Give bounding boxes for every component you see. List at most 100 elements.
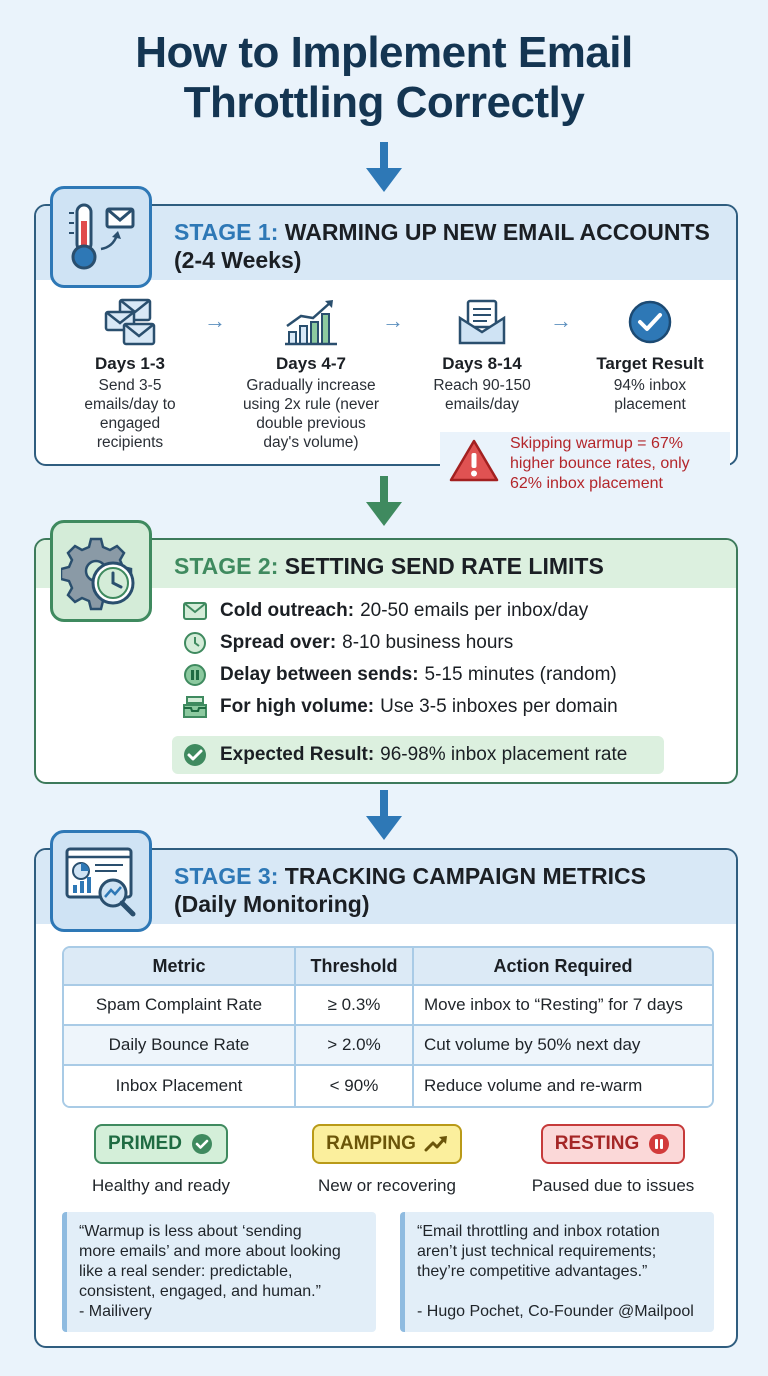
flow-arrow-icon: →: [382, 308, 404, 333]
step-desc-line: Send 3-5: [98, 377, 162, 394]
step-desc-line: emails/day: [444, 396, 520, 413]
rule-label: Spread over:: [220, 632, 337, 653]
stage-3-header: [36, 850, 736, 924]
step-desc: Send 3-5 emails/day to engaged recipient…: [56, 376, 204, 452]
flow-arrow-icon: →: [550, 308, 572, 333]
page-title-line-1: How to Implement Email: [135, 28, 633, 77]
table-cell: Inbox Placement: [64, 1066, 296, 1106]
quote-line: “Warmup is less about ‘sending: [79, 1223, 302, 1240]
stage-3-title: STAGE 3: TRACKING CAMPAIGN METRICS (Dail…: [174, 862, 646, 918]
dashboard-magnifier-icon: [50, 830, 152, 932]
down-arrow-icon: [366, 790, 402, 840]
rule-value: 20-50 emails per inbox/day: [360, 600, 589, 621]
step-days-8-14: Days 8-14 Reach 90-150 emails/day: [412, 296, 552, 414]
stage-1-card: STAGE 1: WARMING UP NEW EMAIL ACCOUNTS (…: [34, 186, 738, 466]
table-cell: Spam Complaint Rate: [64, 986, 296, 1026]
expected-result: Expected Result: 96-98% inbox placement …: [172, 736, 664, 774]
status-desc: Healthy and ready: [92, 1176, 230, 1195]
quote-line: “Email throttling and inbox rotation: [417, 1223, 660, 1240]
rule-label: For high volume:: [220, 696, 375, 717]
stage-2-card: STAGE 2: SETTING SEND RATE LIMITS Cold o…: [34, 520, 738, 784]
stage-1-subtitle: (2-4 Weeks): [174, 247, 302, 273]
quote-author: - Mailivery: [79, 1303, 152, 1320]
envelopes-icon: [56, 296, 204, 348]
growth-chart-icon: [222, 296, 400, 348]
table-cell: Daily Bounce Rate: [64, 1026, 296, 1066]
table-row: Inbox Placement < 90% Reduce volume and …: [64, 1066, 712, 1106]
stage-3-card: STAGE 3: TRACKING CAMPAIGN METRICS (Dail…: [34, 830, 738, 1348]
step-days-4-7: Days 4-7 Gradually increase using 2x rul…: [222, 296, 400, 452]
table-cell: Cut volume by 50% next day: [414, 1026, 712, 1066]
check-circle-icon: [576, 296, 724, 348]
clock-icon: [182, 630, 208, 656]
envelope-icon: [182, 598, 208, 624]
pause-icon: [182, 662, 208, 688]
warning-line: 62% inbox placement: [510, 475, 663, 492]
quote-line: consistent, engaged, and human.”: [79, 1283, 321, 1300]
check-circle-icon: [190, 1132, 214, 1156]
quote-line: like a real sender: predictable,: [79, 1263, 293, 1280]
quote-mailivery: “Warmup is less about ‘sending more emai…: [62, 1212, 376, 1332]
status-desc: New or recovering: [318, 1176, 456, 1195]
thermometer-email-icon: [50, 186, 152, 288]
stage-1-number: STAGE 1:: [174, 219, 279, 245]
column-header: Metric: [64, 948, 296, 986]
check-circle-icon: [182, 742, 208, 768]
step-days-1-3: Days 1-3 Send 3-5 emails/day to engaged …: [56, 296, 204, 452]
quote-line: they’re competitive advantages.”: [417, 1263, 648, 1280]
rule-high-volume: For high volume: Use 3-5 inboxes per dom…: [182, 694, 618, 720]
stage-1-title-text: WARMING UP NEW EMAIL ACCOUNTS: [284, 219, 710, 245]
stage-1-title: STAGE 1: WARMING UP NEW EMAIL ACCOUNTS (…: [174, 218, 710, 274]
page-title: How to Implement Email Throttling Correc…: [0, 28, 768, 128]
page-title-line-2: Throttling Correctly: [183, 78, 585, 127]
table-cell: ≥ 0.3%: [296, 986, 414, 1026]
status-badge-primed: PRIMED: [94, 1124, 228, 1164]
status-ramping: RAMPING New or recovering: [282, 1124, 492, 1196]
warning-line: Skipping warmup = 67%: [510, 435, 683, 452]
inbox-tray-icon: [182, 694, 208, 720]
warning-icon: [449, 439, 499, 482]
warmup-warning: Skipping warmup = 67% higher bounce rate…: [440, 432, 730, 494]
step-desc-line: Gradually increase: [246, 377, 376, 394]
warning-text: Skipping warmup = 67% higher bounce rate…: [510, 434, 690, 494]
rule-value: Use 3-5 inboxes per domain: [380, 696, 618, 717]
metrics-table: Metric Threshold Action Required Spam Co…: [62, 946, 714, 1108]
step-desc-line: double previous: [256, 415, 366, 432]
step-desc: Reach 90-150 emails/day: [412, 376, 552, 414]
step-desc-line: recipients: [96, 434, 164, 451]
status-resting: RESTING Paused due to issues: [508, 1124, 718, 1196]
warning-line: higher bounce rates, only: [510, 455, 690, 472]
status-badge-ramping: RAMPING: [312, 1124, 462, 1164]
table-cell: > 2.0%: [296, 1026, 414, 1066]
down-arrow-icon: [366, 142, 402, 192]
status-primed: PRIMED Healthy and ready: [56, 1124, 266, 1196]
stage-3-subtitle: (Daily Monitoring): [174, 891, 370, 917]
quote-hugo-pochet: “Email throttling and inbox rotation are…: [400, 1212, 714, 1332]
table-cell: Move inbox to “Resting” for 7 days: [414, 986, 712, 1026]
table-header-row: Metric Threshold Action Required: [64, 948, 712, 986]
status-label: RAMPING: [326, 1133, 416, 1154]
quote-author: - Hugo Pochet, Co-Founder @Mailpool: [417, 1303, 694, 1320]
rule-label: Delay between sends:: [220, 664, 419, 685]
quote-line: more emails’ and more about looking: [79, 1243, 341, 1260]
step-desc-line: emails/day to: [84, 396, 176, 413]
step-head: Target Result: [596, 354, 704, 373]
step-desc-line: 94% inbox: [613, 377, 687, 394]
rule-label: Cold outreach:: [220, 600, 355, 621]
step-desc-line: engaged: [99, 415, 161, 432]
step-desc: 94% inbox placement: [576, 376, 724, 414]
status-label: RESTING: [554, 1133, 640, 1154]
step-target-result: Target Result 94% inbox placement: [576, 296, 724, 414]
step-desc-line: placement: [614, 396, 686, 413]
trend-up-icon: [424, 1132, 448, 1156]
quote-line: aren’t just technical requirements;: [417, 1243, 657, 1260]
table-cell: < 90%: [296, 1066, 414, 1106]
rule-delay: Delay between sends: 5-15 minutes (rando…: [182, 662, 617, 688]
flow-arrow-icon: →: [204, 308, 226, 333]
stage-2-header: [36, 540, 736, 588]
step-desc-line: using 2x rule (never: [242, 396, 380, 413]
status-desc: Paused due to issues: [531, 1176, 695, 1195]
stage-3-number: STAGE 3:: [174, 863, 279, 889]
stage-3-title-text: TRACKING CAMPAIGN METRICS: [284, 863, 646, 889]
step-head: Days 4-7: [276, 354, 346, 373]
